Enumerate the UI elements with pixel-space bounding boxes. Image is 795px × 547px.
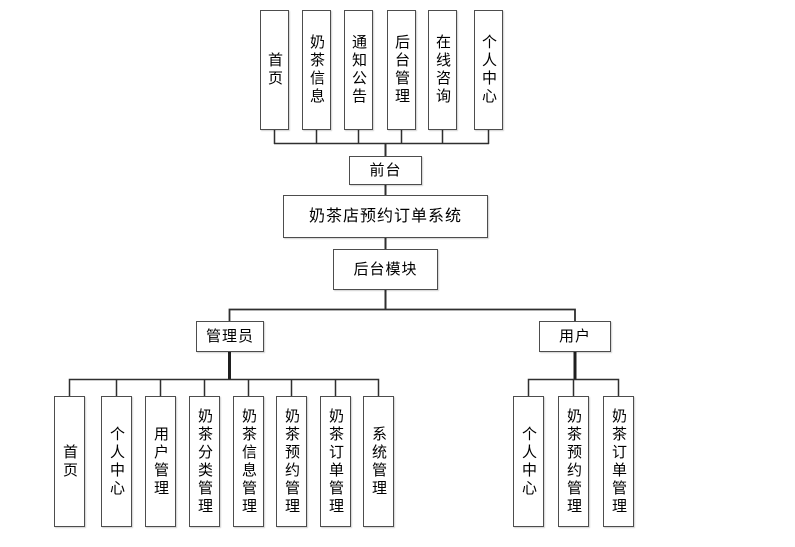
node-admin-milktea-reserve-manage: 奶茶预约管理 (276, 396, 307, 527)
node-front-milktea-info: 奶茶信息 (302, 10, 331, 130)
connector-user-tree (527, 378, 620, 396)
node-front: 前台 (349, 156, 422, 185)
node-front-home: 首页 (260, 10, 289, 130)
connector-admin-tree (68, 378, 380, 396)
node-front-personal-center: 个人中心 (474, 10, 503, 130)
node-backend-module: 后台模块 (333, 249, 438, 290)
node-admin-user-manage: 用户管理 (145, 396, 176, 527)
node-admin-personal-center: 个人中心 (101, 396, 132, 527)
connector-role-stems (228, 352, 577, 380)
node-user-personal-center: 个人中心 (513, 396, 544, 527)
node-user-milktea-reserve-manage: 奶茶预约管理 (558, 396, 589, 527)
connector-front-tree (273, 130, 490, 145)
node-admin-milktea-order-manage: 奶茶订单管理 (320, 396, 351, 527)
node-front-notice: 通知公告 (344, 10, 373, 130)
node-front-online-consult: 在线咨询 (428, 10, 457, 130)
connector-role-branch (228, 308, 576, 321)
node-admin-milktea-info-manage: 奶茶信息管理 (233, 396, 264, 527)
node-admin-milktea-category-manage: 奶茶分类管理 (189, 396, 220, 527)
node-root-system-title: 奶茶店预约订单系统 (283, 195, 488, 238)
node-admin-system-manage: 系统管理 (363, 396, 394, 527)
node-user-role: 用户 (539, 321, 611, 352)
node-admin-home: 首页 (54, 396, 85, 527)
node-admin-role: 管理员 (196, 321, 264, 352)
node-front-backstage-manage: 后台管理 (387, 10, 416, 130)
node-user-milktea-order-manage: 奶茶订单管理 (603, 396, 634, 527)
